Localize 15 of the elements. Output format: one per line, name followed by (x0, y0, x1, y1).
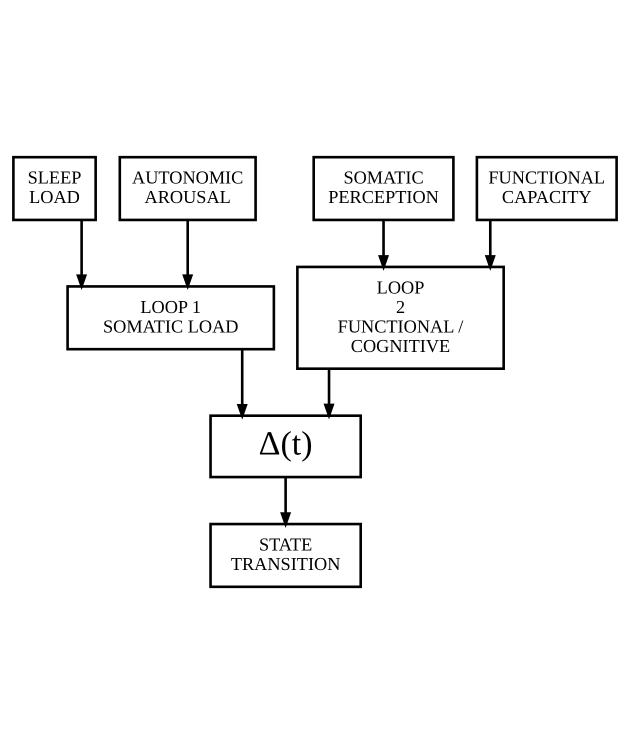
node-box: AUTONOMIC AROUSAL (118, 156, 257, 222)
arrow (484, 220, 496, 271)
node-box: Δ(t) (209, 414, 362, 478)
node-box: LOOP 1 SOMATIC LOAD (66, 285, 276, 350)
arrow (182, 220, 194, 290)
arrow (236, 349, 248, 420)
node-box: LOOP 2 FUNCTIONAL / COGNITIVE (296, 266, 505, 370)
arrow (324, 369, 335, 420)
arrow (280, 477, 292, 528)
node-box: SLEEP LOAD (12, 156, 97, 222)
arrow (378, 220, 390, 271)
arrow (76, 220, 88, 290)
node-box: STATE TRANSITION (209, 522, 362, 588)
node-box: FUNCTIONAL CAPACITY (476, 156, 618, 222)
node-box: SOMATIC PERCEPTION (312, 156, 455, 222)
